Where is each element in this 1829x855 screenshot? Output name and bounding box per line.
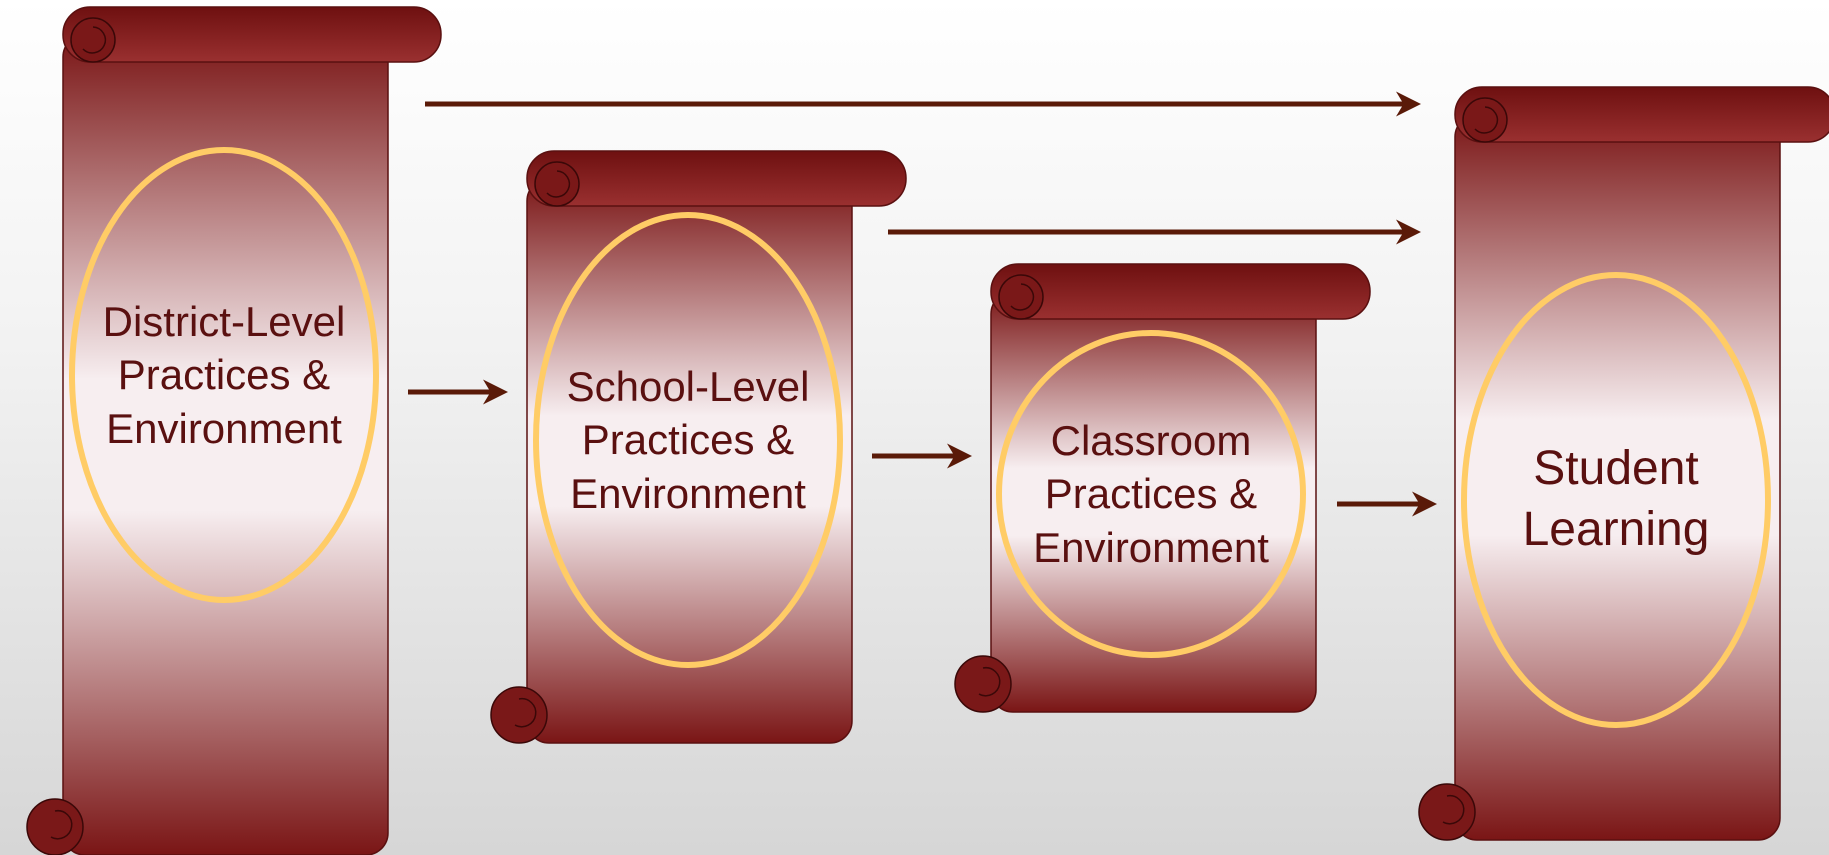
- scroll-curl-top-classroom: [998, 274, 1044, 320]
- node-label-line: Environment: [570, 469, 806, 517]
- scroll-curl-bottom-line-district: [50, 809, 73, 840]
- node-label-line: Student: [1533, 442, 1699, 496]
- node-label-line: Practices &: [117, 351, 331, 399]
- node-label-line: Practices &: [1044, 470, 1258, 518]
- scroll-curl-line-classroom: [1010, 283, 1035, 311]
- node-label-line: Classroom: [1050, 417, 1252, 464]
- arrow-layer: [408, 91, 1437, 517]
- scroll-head-district: [62, 6, 442, 63]
- node-label-line: Practices &: [581, 416, 795, 464]
- scroll-curl-bottom-student: [1418, 783, 1476, 841]
- scroll-student: [1418, 86, 1829, 841]
- scroll-curl-bottom-line-school: [514, 697, 537, 728]
- ellipse-classroom: [996, 330, 1306, 658]
- scroll-head-student: [1454, 86, 1829, 143]
- scroll-district: [26, 6, 442, 855]
- scroll-school: [490, 150, 907, 744]
- scroll-curl-line-school: [546, 170, 571, 198]
- scroll-curl-bottom-line-student: [1442, 794, 1465, 825]
- node-label-line: Environment: [106, 404, 342, 452]
- scroll-head-classroom: [990, 263, 1371, 320]
- scroll-curl-bottom-classroom: [954, 655, 1012, 713]
- scroll-head-school: [526, 150, 907, 207]
- scroll-curl-bottom-district: [26, 798, 84, 855]
- node-label-line: School-Level: [566, 363, 810, 410]
- scroll-curl-line-student: [1474, 106, 1499, 134]
- scroll-curl-bottom-school: [490, 686, 548, 744]
- scroll-curl-top-district: [70, 17, 116, 63]
- scroll-curl-top-student: [1462, 97, 1508, 143]
- node-label-line: Environment: [1033, 523, 1269, 571]
- scroll-curl-line-district: [82, 26, 107, 54]
- ellipse-district: [69, 147, 379, 603]
- scroll-curl-bottom-line-classroom: [978, 666, 1001, 697]
- scroll-classroom: [954, 263, 1371, 713]
- node-label-line: District-Level: [102, 298, 346, 345]
- scroll-curl-top-school: [534, 161, 580, 207]
- ellipse-student: [1461, 272, 1771, 728]
- node-label-line: Learning: [1522, 503, 1710, 556]
- ellipse-school: [533, 212, 843, 668]
- scroll-layer: [26, 6, 1829, 855]
